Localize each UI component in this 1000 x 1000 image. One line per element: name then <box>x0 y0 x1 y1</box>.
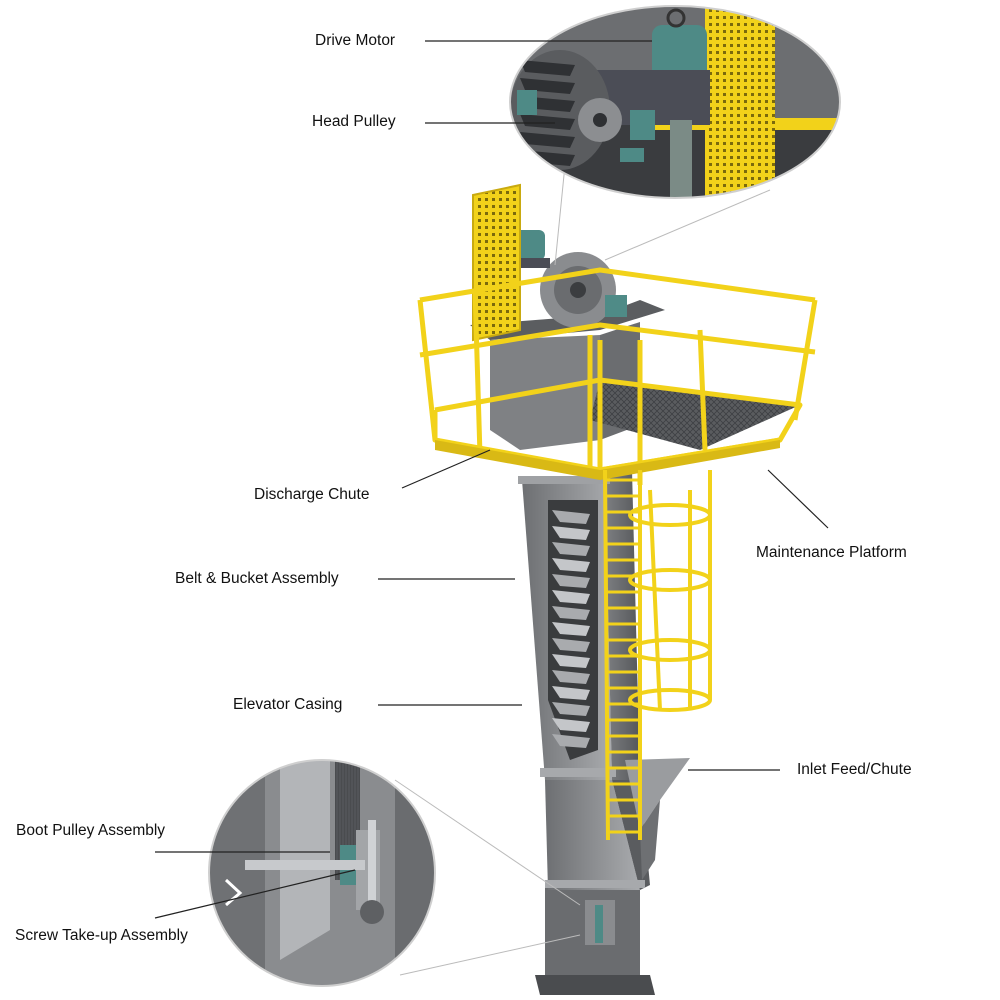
bucket <box>552 574 590 588</box>
leader-screw-takeup <box>154 869 356 919</box>
bucket <box>552 622 590 636</box>
leader-maintenance-platform <box>767 469 829 529</box>
bucket <box>552 590 590 604</box>
bucket <box>552 526 590 540</box>
pulley-vane <box>520 60 575 76</box>
maintenance-platform <box>417 267 818 485</box>
bucket <box>552 718 590 732</box>
label-maintenance-platform: Maintenance Platform <box>756 544 907 561</box>
label-boot-pulley-assembly: Boot Pulley Assembly <box>16 822 166 839</box>
bucket <box>552 734 590 748</box>
bucket <box>552 702 590 716</box>
label-discharge-chute: Discharge Chute <box>254 486 370 503</box>
bucket <box>552 606 590 620</box>
label-head-pulley: Head Pulley <box>312 113 396 130</box>
pulley-vane <box>520 114 575 130</box>
leader-lines <box>154 40 829 919</box>
label-belt-bucket-assembly: Belt & Bucket Assembly <box>175 570 339 587</box>
label-drive-motor: Drive Motor <box>315 32 396 49</box>
leader-discharge-chute <box>401 449 491 489</box>
bucket <box>552 670 590 684</box>
label-screw-takeup-assembly: Screw Take-up Assembly <box>15 927 188 944</box>
bucket <box>552 542 590 556</box>
belt-and-bucket-assembly <box>548 500 598 760</box>
bucket <box>552 686 590 700</box>
label-elevator-casing: Elevator Casing <box>233 696 343 713</box>
pulley-vane <box>520 132 575 148</box>
boot-take-up-mechanism <box>585 900 615 945</box>
head-zoom-callout <box>509 5 841 266</box>
label-inlet-feed-chute: Inlet Feed/Chute <box>797 761 912 778</box>
boot-zoom-callout <box>208 759 581 987</box>
bucket <box>552 654 590 668</box>
bucket <box>552 638 590 652</box>
bucket <box>552 510 590 524</box>
bucket <box>552 558 590 572</box>
cage-ladder <box>603 469 712 841</box>
